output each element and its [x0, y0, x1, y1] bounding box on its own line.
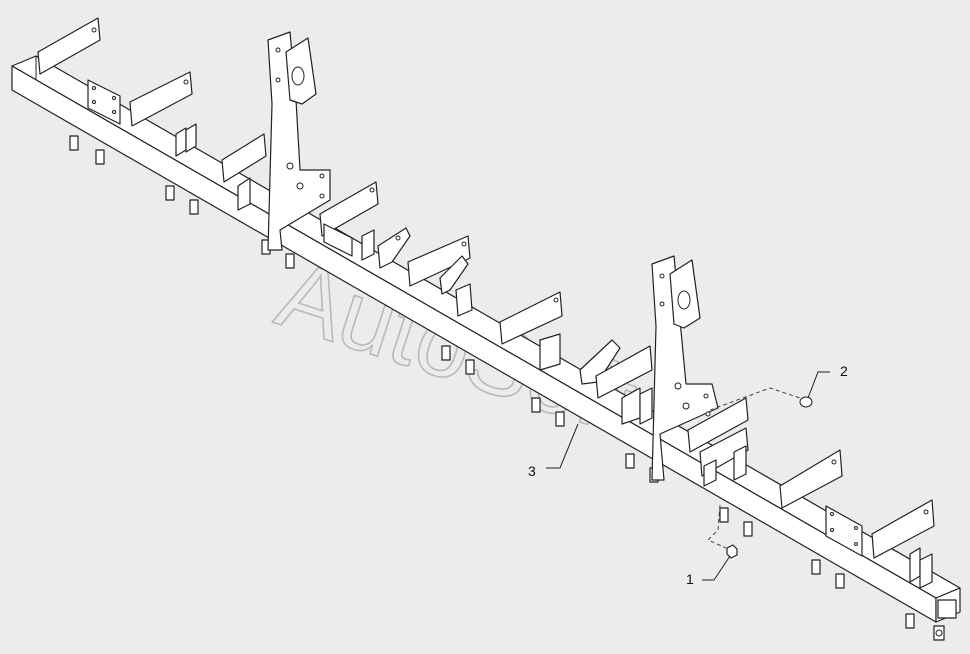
nut-part — [707, 504, 738, 559]
main-beam — [11, 55, 961, 623]
callout-label-1: 1 — [686, 571, 694, 587]
bolt-part — [709, 387, 813, 411]
callout-label-2: 2 — [840, 363, 848, 379]
left-mast — [267, 31, 331, 251]
leader-lines — [546, 371, 830, 581]
middle-brackets — [319, 181, 653, 425]
callout-label-3: 3 — [528, 463, 536, 479]
left-brackets — [37, 17, 267, 211]
right-mast — [651, 255, 719, 481]
right-brackets — [687, 397, 935, 589]
lower-tabs — [69, 135, 945, 641]
